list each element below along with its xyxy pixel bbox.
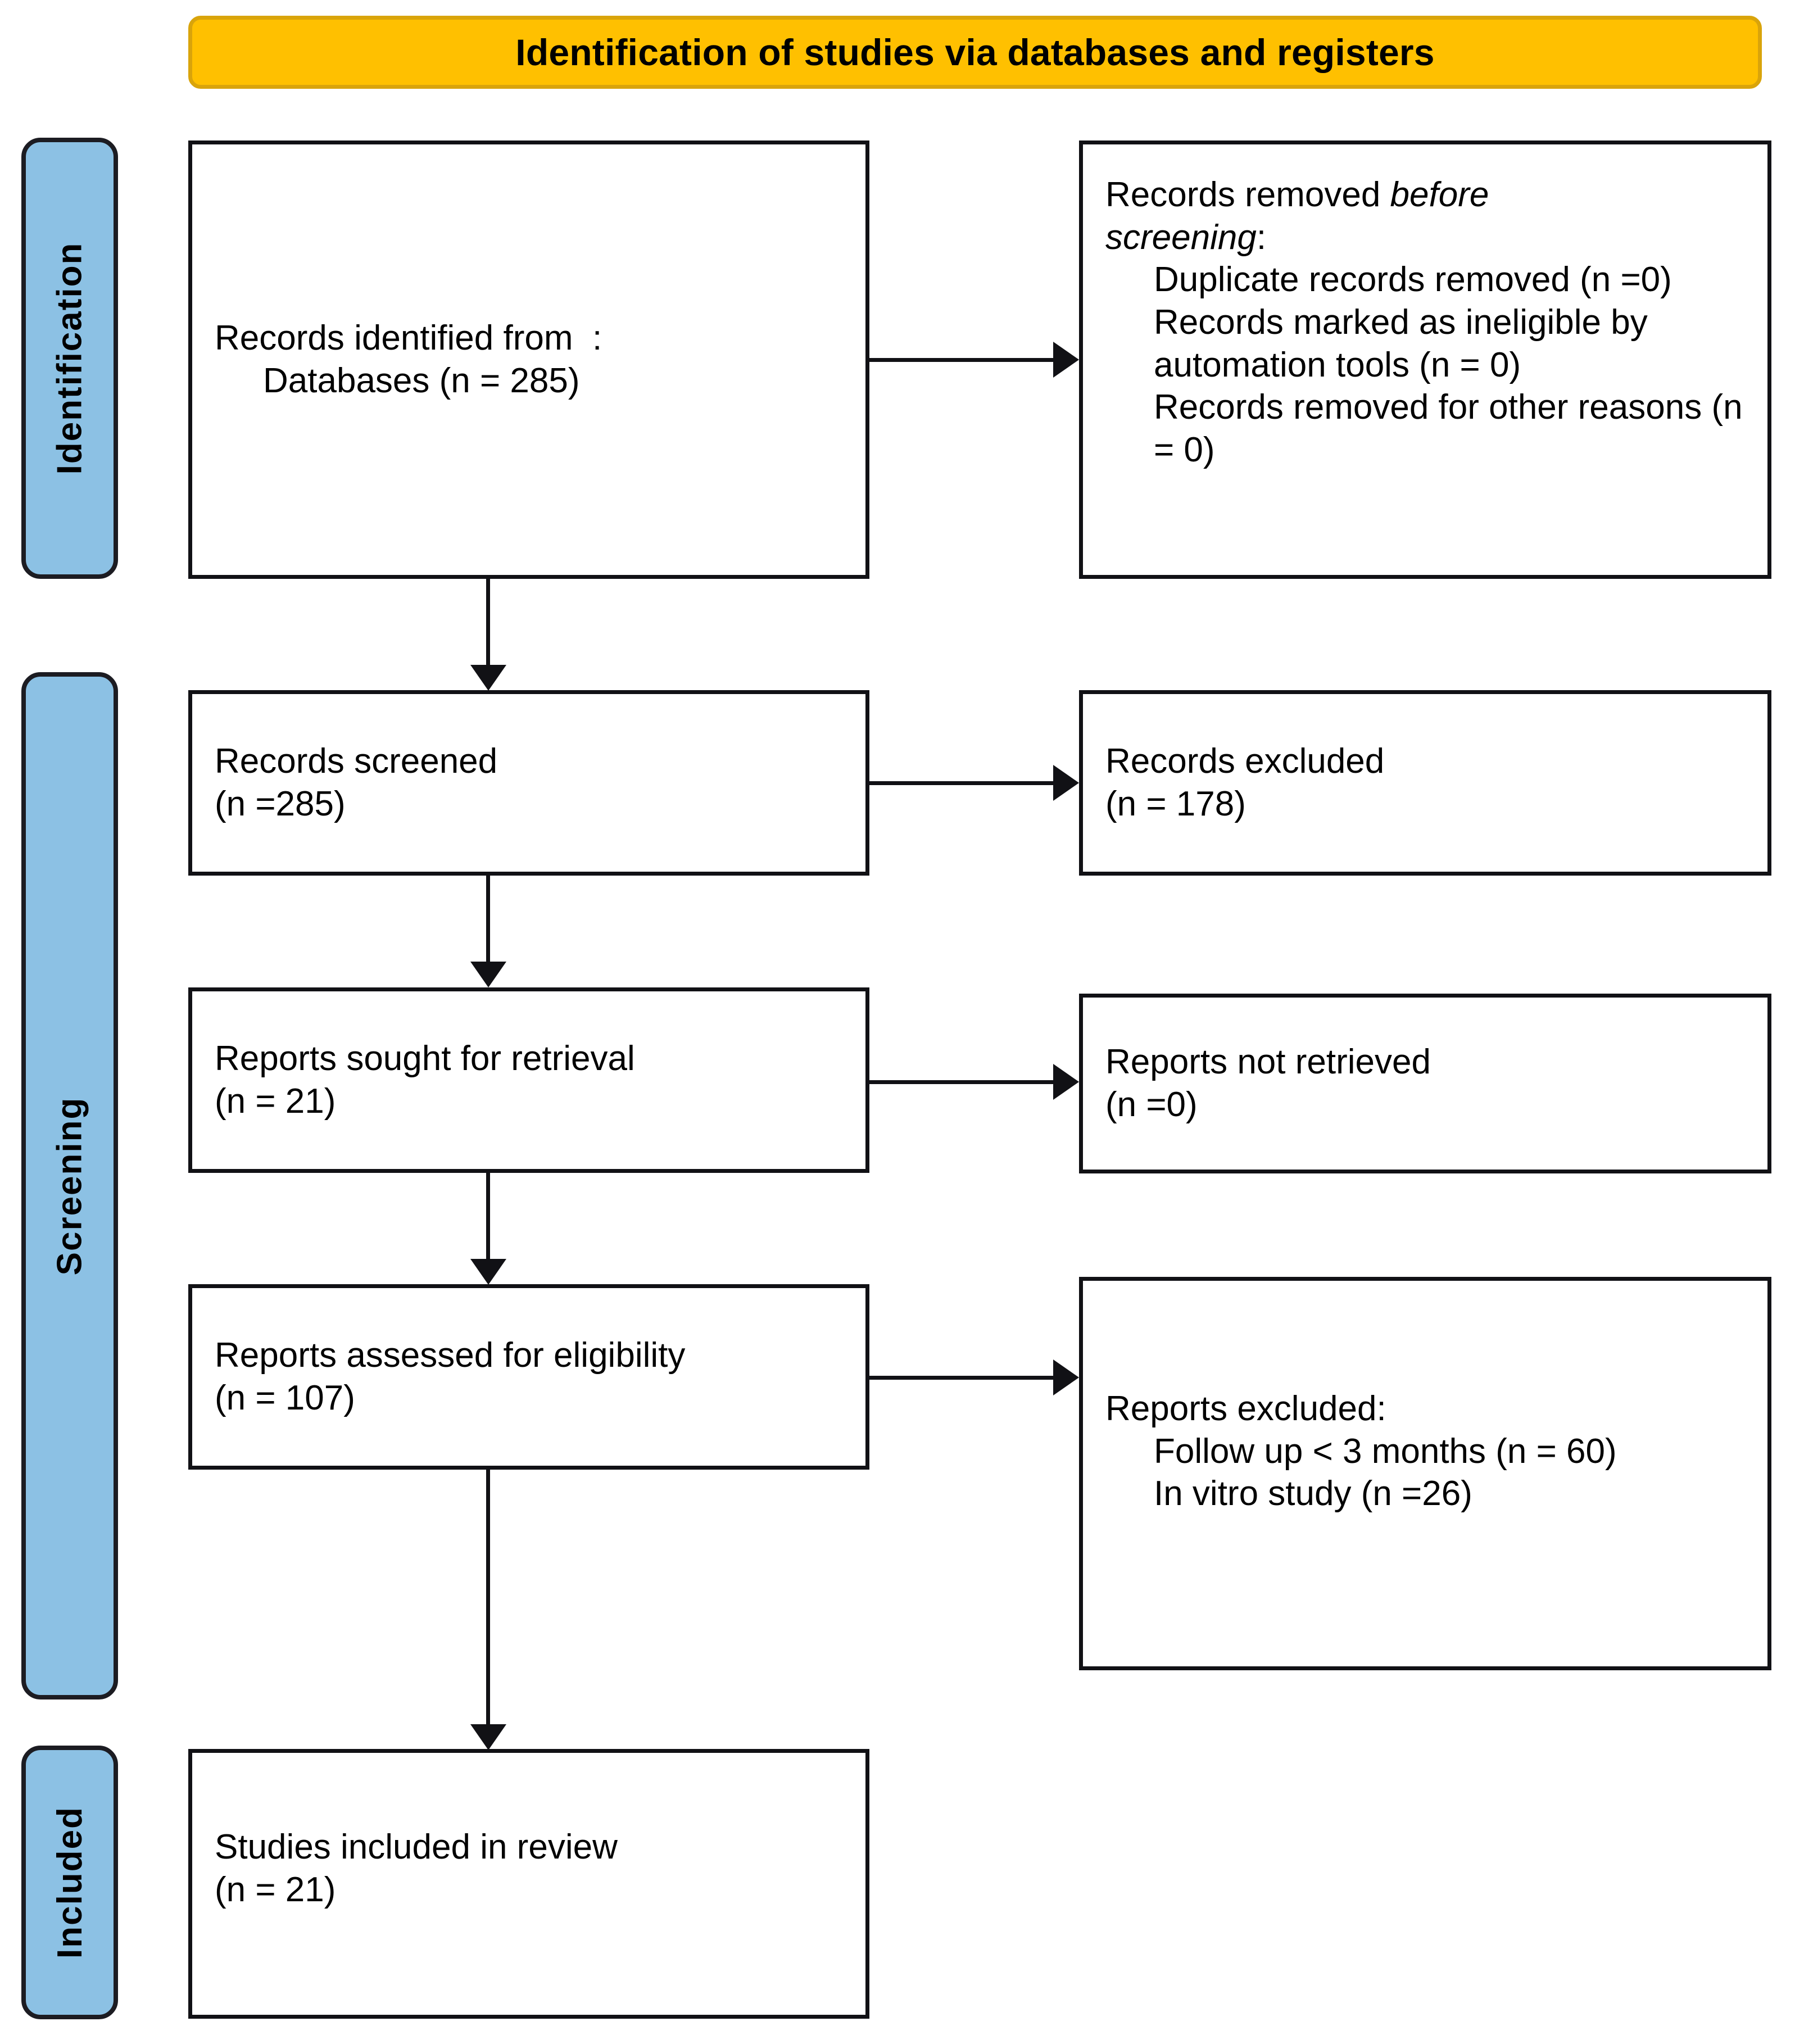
reports-assessed-line-1: Reports assessed for eligibility bbox=[215, 1336, 686, 1375]
stage-tab-identification: Identification bbox=[21, 138, 118, 579]
box-reports-sought-for-retrieval: Reports sought for retrieval (n = 21) bbox=[188, 987, 869, 1173]
box-reports-not-retrieved: Reports not retrieved (n =0) bbox=[1079, 994, 1771, 1173]
page-title: Identification of studies via databases … bbox=[515, 31, 1435, 73]
stage-tab-included: Included bbox=[21, 1746, 118, 2019]
reports-sought-line-2: (n = 21) bbox=[215, 1082, 336, 1121]
records-removed-heading-plain: Records removed bbox=[1105, 175, 1390, 214]
records-removed-item-1: Duplicate records removed (n =0) bbox=[1154, 260, 1672, 300]
records-removed-heading-italic-before: before bbox=[1390, 175, 1489, 214]
reports-sought-line-1: Reports sought for retrieval bbox=[215, 1039, 635, 1078]
connector-assessed-to-included bbox=[486, 1470, 490, 1728]
reports-not-retrieved-line-2: (n =0) bbox=[1105, 1085, 1198, 1124]
reports-excluded-line-1: Reports excluded: bbox=[1105, 1389, 1386, 1428]
arrowhead-screened-to-excluded bbox=[1053, 765, 1079, 801]
stage-tab-screening-label: Screening bbox=[50, 1096, 89, 1275]
reports-excluded-item-1: Follow up < 3 months (n = 60) bbox=[1154, 1431, 1617, 1471]
connector-identified-to-removed bbox=[869, 358, 1055, 362]
reports-assessed-line-2: (n = 107) bbox=[215, 1379, 355, 1417]
connector-assessed-to-reports-excluded bbox=[869, 1376, 1055, 1380]
box-records-screened: Records screened (n =285) bbox=[188, 690, 869, 876]
records-excluded-line-1: Records excluded bbox=[1105, 742, 1385, 781]
arrowhead-sought-to-not-retrieved bbox=[1053, 1064, 1079, 1100]
records-removed-heading: Records removed before bbox=[1105, 174, 1745, 216]
box-records-identified: Records identified from : Databases (n =… bbox=[188, 141, 869, 579]
records-identified-line-1: Records identified from : bbox=[215, 319, 602, 358]
arrowhead-identified-to-screened bbox=[470, 665, 506, 691]
box-reports-assessed-for-eligibility: Reports assessed for eligibility (n = 10… bbox=[188, 1284, 869, 1470]
stage-tab-identification-label: Identification bbox=[50, 242, 89, 475]
arrowhead-assessed-to-included bbox=[470, 1724, 506, 1750]
reports-excluded-item-2: In vitro study (n =26) bbox=[1154, 1474, 1472, 1513]
stage-tab-screening: Screening bbox=[21, 672, 118, 1699]
arrowhead-sought-to-assessed bbox=[470, 1259, 506, 1285]
connector-screened-to-sought bbox=[486, 876, 490, 966]
studies-included-line-1: Studies included in review bbox=[215, 1828, 618, 1866]
studies-included-line-2: (n = 21) bbox=[215, 1870, 336, 1909]
records-removed-item-3: Records removed for other reasons (n = 0… bbox=[1154, 388, 1752, 469]
reports-not-retrieved-line-1: Reports not retrieved bbox=[1105, 1043, 1431, 1082]
records-identified-line-2: Databases (n = 285) bbox=[263, 361, 580, 400]
box-records-excluded: Records excluded (n = 178) bbox=[1079, 690, 1771, 876]
box-records-removed-before-screening: Records removed before screening: Duplic… bbox=[1079, 141, 1771, 579]
records-removed-heading-2: screening: bbox=[1105, 216, 1745, 259]
box-reports-excluded: Reports excluded: Follow up < 3 months (… bbox=[1079, 1277, 1771, 1670]
header-banner: Identification of studies via databases … bbox=[188, 16, 1762, 89]
records-screened-line-1: Records screened bbox=[215, 742, 498, 781]
records-excluded-line-2: (n = 178) bbox=[1105, 785, 1246, 823]
connector-identified-to-screened bbox=[486, 579, 490, 669]
connector-sought-to-not-retrieved bbox=[869, 1080, 1055, 1084]
connector-sought-to-assessed bbox=[486, 1173, 490, 1263]
stage-tab-included-label: Included bbox=[50, 1806, 89, 1959]
arrowhead-screened-to-sought bbox=[470, 962, 506, 987]
box-studies-included-in-review: Studies included in review (n = 21) bbox=[188, 1749, 869, 2019]
arrowhead-identified-to-removed bbox=[1053, 342, 1079, 378]
arrowhead-assessed-to-reports-excluded bbox=[1053, 1359, 1079, 1395]
records-removed-heading-colon: : bbox=[1256, 217, 1267, 257]
records-removed-item-2: Records marked as ineligible by automati… bbox=[1154, 302, 1657, 384]
records-removed-heading-italic-screening: screening bbox=[1105, 217, 1257, 257]
connector-screened-to-excluded bbox=[869, 781, 1055, 785]
records-screened-line-2: (n =285) bbox=[215, 785, 346, 823]
